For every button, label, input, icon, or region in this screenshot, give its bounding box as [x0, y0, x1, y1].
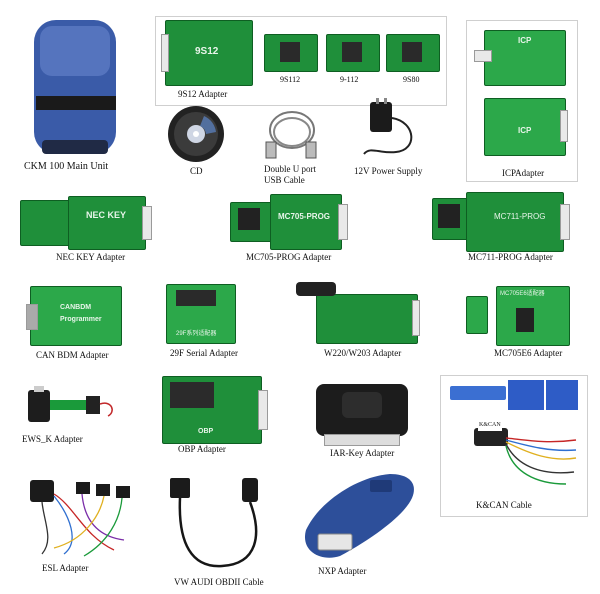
9s112-label: 9S112 [280, 75, 301, 84]
power-adapter-icon [363, 98, 413, 155]
esl-cable-icon [30, 480, 130, 557]
mc711-board-text: MC711-PROG [494, 212, 546, 221]
9s80-label: 9S80 [403, 75, 420, 84]
mc705-prog-label: MC705-PROG Adapter [246, 252, 332, 262]
9s12-adapter-image: 9S12 [161, 20, 253, 86]
obp-adapter-label: OBP Adapter [178, 444, 226, 454]
usb-cable-label-line1: Double U port [264, 164, 316, 174]
adapter-group-frame [155, 16, 447, 106]
nxp-adapter-image [300, 470, 420, 562]
esl-adapter-image [24, 476, 142, 560]
ews-k-adapter-image [24, 382, 120, 430]
obp-board-text: OBP [198, 428, 214, 435]
obdii-cable-icon [170, 478, 258, 568]
can-bdm-label: CAN BDM Adapter [36, 350, 109, 360]
mc711-prog-adapter-image: MC711-PROG [432, 192, 572, 252]
esl-adapter-label: ESL Adapter [42, 563, 89, 573]
canbdm-board-line1: CANBDM [60, 304, 92, 311]
mc705e6-board-text: MC705E6适配器 [500, 291, 545, 297]
power-supply-image [356, 98, 424, 162]
icp-top-text: ICP [518, 36, 532, 45]
9s12-adapter-label: 9S12 Adapter [178, 89, 228, 99]
power-supply-label: 12V Power Supply [354, 166, 423, 176]
ews-k-cable-icon [28, 386, 113, 422]
mc705e6-label: MC705E6 Adapter [494, 348, 563, 358]
mc705-prog-adapter-image: MC705-PROG [230, 194, 348, 250]
w220-w203-label: W220/W203 Adapter [324, 348, 402, 358]
icp-adapter-image: ICP ICP [474, 30, 570, 158]
cd-label: CD [190, 166, 203, 176]
ews-k-label: EWS_K Adapter [22, 434, 83, 444]
mc711-prog-label: MC711-PROG Adapter [468, 252, 553, 262]
vw-audi-obdii-cable-image [162, 474, 278, 572]
main-unit-label: CKM 100 Main Unit [24, 161, 109, 172]
kcan-cable-label: K&CAN Cable [476, 500, 532, 510]
kcan-cable-frame [440, 375, 588, 517]
29f-serial-label: 29F Serial Adapter [170, 348, 238, 358]
iar-key-adapter-image [314, 384, 410, 446]
iar-key-label: IAR-Key Adapter [330, 448, 395, 458]
9-112-adapter-image [326, 34, 380, 72]
kcan-cable-image: K&CAN [446, 380, 582, 492]
nxp-device-icon [304, 474, 414, 558]
9-112-label: 9-112 [340, 75, 359, 84]
icp-adapter-frame [466, 20, 578, 182]
9s112-adapter-image [264, 34, 318, 72]
cd-disc-icon [168, 106, 224, 162]
obp-adapter-image: OBP [162, 376, 268, 444]
cd-image [166, 104, 226, 164]
29f-serial-adapter-image: 29F系列适配器 [166, 284, 236, 344]
nxp-adapter-label: NXP Adapter [318, 566, 367, 576]
9s12-board-text: 9S12 [195, 46, 219, 57]
vw-audi-obdii-label: VW AUDI OBDII Cable [174, 577, 264, 587]
can-bdm-adapter-image: CANBDM Programmer [26, 286, 122, 346]
nec-key-label: NEC KEY Adapter [56, 252, 126, 262]
w220-w203-adapter-image [296, 282, 420, 344]
kcan-tag-text: K&CAN [478, 420, 502, 431]
mc705e6-adapter-image: MC705E6适配器 [466, 286, 574, 346]
usb-cable-icon [265, 111, 317, 159]
icp-bottom-text: ICP [518, 126, 532, 135]
29f-board-text: 29F系列适配器 [176, 331, 217, 337]
canbdm-board-line2: Programmer [60, 316, 102, 323]
icp-adapter-label: ICPAdapter [502, 168, 545, 178]
usb-cable-image [262, 104, 322, 162]
nec-key-adapter-image: NEC KEY [20, 196, 152, 250]
mc705-board-text: MC705-PROG [278, 212, 331, 221]
usb-cable-label-line2: USB Cable [264, 175, 305, 185]
kcan-wires-icon [505, 437, 577, 485]
nec-key-board-text: NEC KEY [86, 210, 127, 220]
main-unit-image [30, 18, 122, 158]
9s80-adapter-image [386, 34, 440, 72]
